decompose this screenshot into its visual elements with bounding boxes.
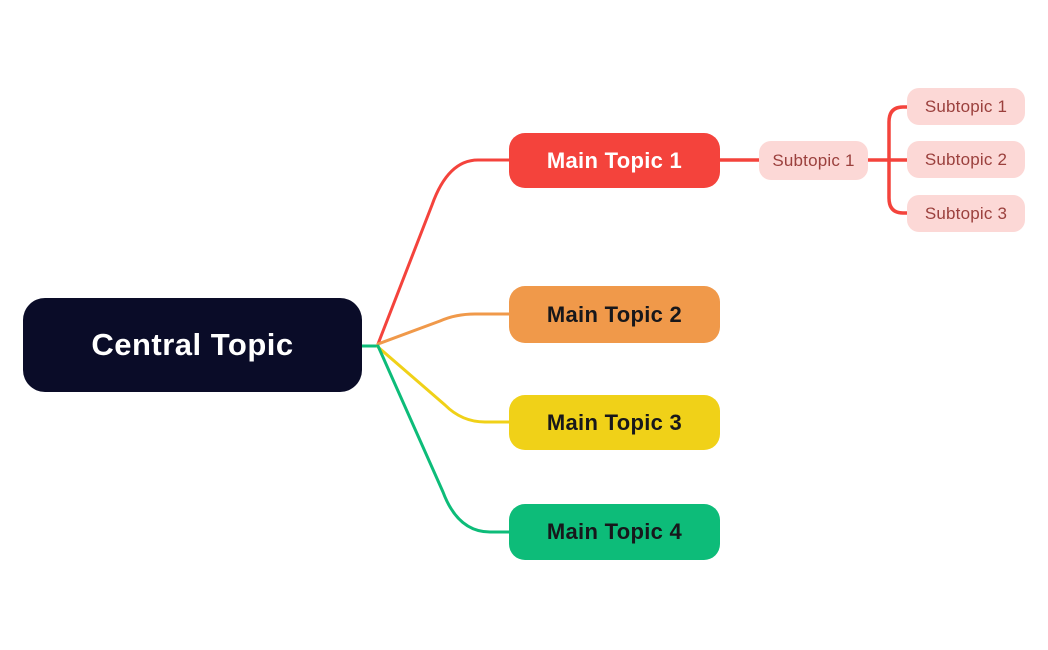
- subtopic-2-label: Subtopic 2: [924, 149, 1008, 169]
- subtopic-parent-node[interactable]: Subtopic 1: [759, 141, 868, 180]
- main-topic-2-label: Main Topic 2: [546, 301, 683, 327]
- edge-subtopic-parent-subtopic-3: [887, 158, 909, 215]
- main-topic-3-label: Main Topic 3: [546, 409, 683, 435]
- edge-central-main-topic-1: [376, 158, 511, 346]
- subtopic-2-node[interactable]: Subtopic 2: [907, 141, 1025, 178]
- main-topic-1-label: Main Topic 1: [546, 147, 683, 173]
- main-topic-1-node[interactable]: Main Topic 1: [509, 133, 720, 188]
- subtopic-parent-label: Subtopic 1: [772, 150, 855, 170]
- main-topic-3-node[interactable]: Main Topic 3: [509, 395, 720, 450]
- central-topic-node[interactable]: Central Topic: [23, 298, 362, 392]
- main-topic-4-node[interactable]: Main Topic 4: [509, 504, 720, 560]
- subtopic-3-label: Subtopic 3: [924, 203, 1008, 223]
- main-topic-2-node[interactable]: Main Topic 2: [509, 286, 720, 343]
- subtopic-1-node[interactable]: Subtopic 1: [907, 88, 1025, 125]
- edge-subtopic-parent-subtopic-1: [887, 105, 909, 162]
- subtopic-3-node[interactable]: Subtopic 3: [907, 195, 1025, 232]
- subtopic-1-label: Subtopic 1: [924, 96, 1008, 116]
- central-topic-label: Central Topic: [91, 327, 294, 362]
- edge-central-main-topic-2: [376, 312, 511, 346]
- main-topic-4-label: Main Topic 4: [546, 519, 683, 544]
- edge-central-main-topic-4: [376, 344, 511, 534]
- edge-central-main-topic-3: [376, 345, 511, 424]
